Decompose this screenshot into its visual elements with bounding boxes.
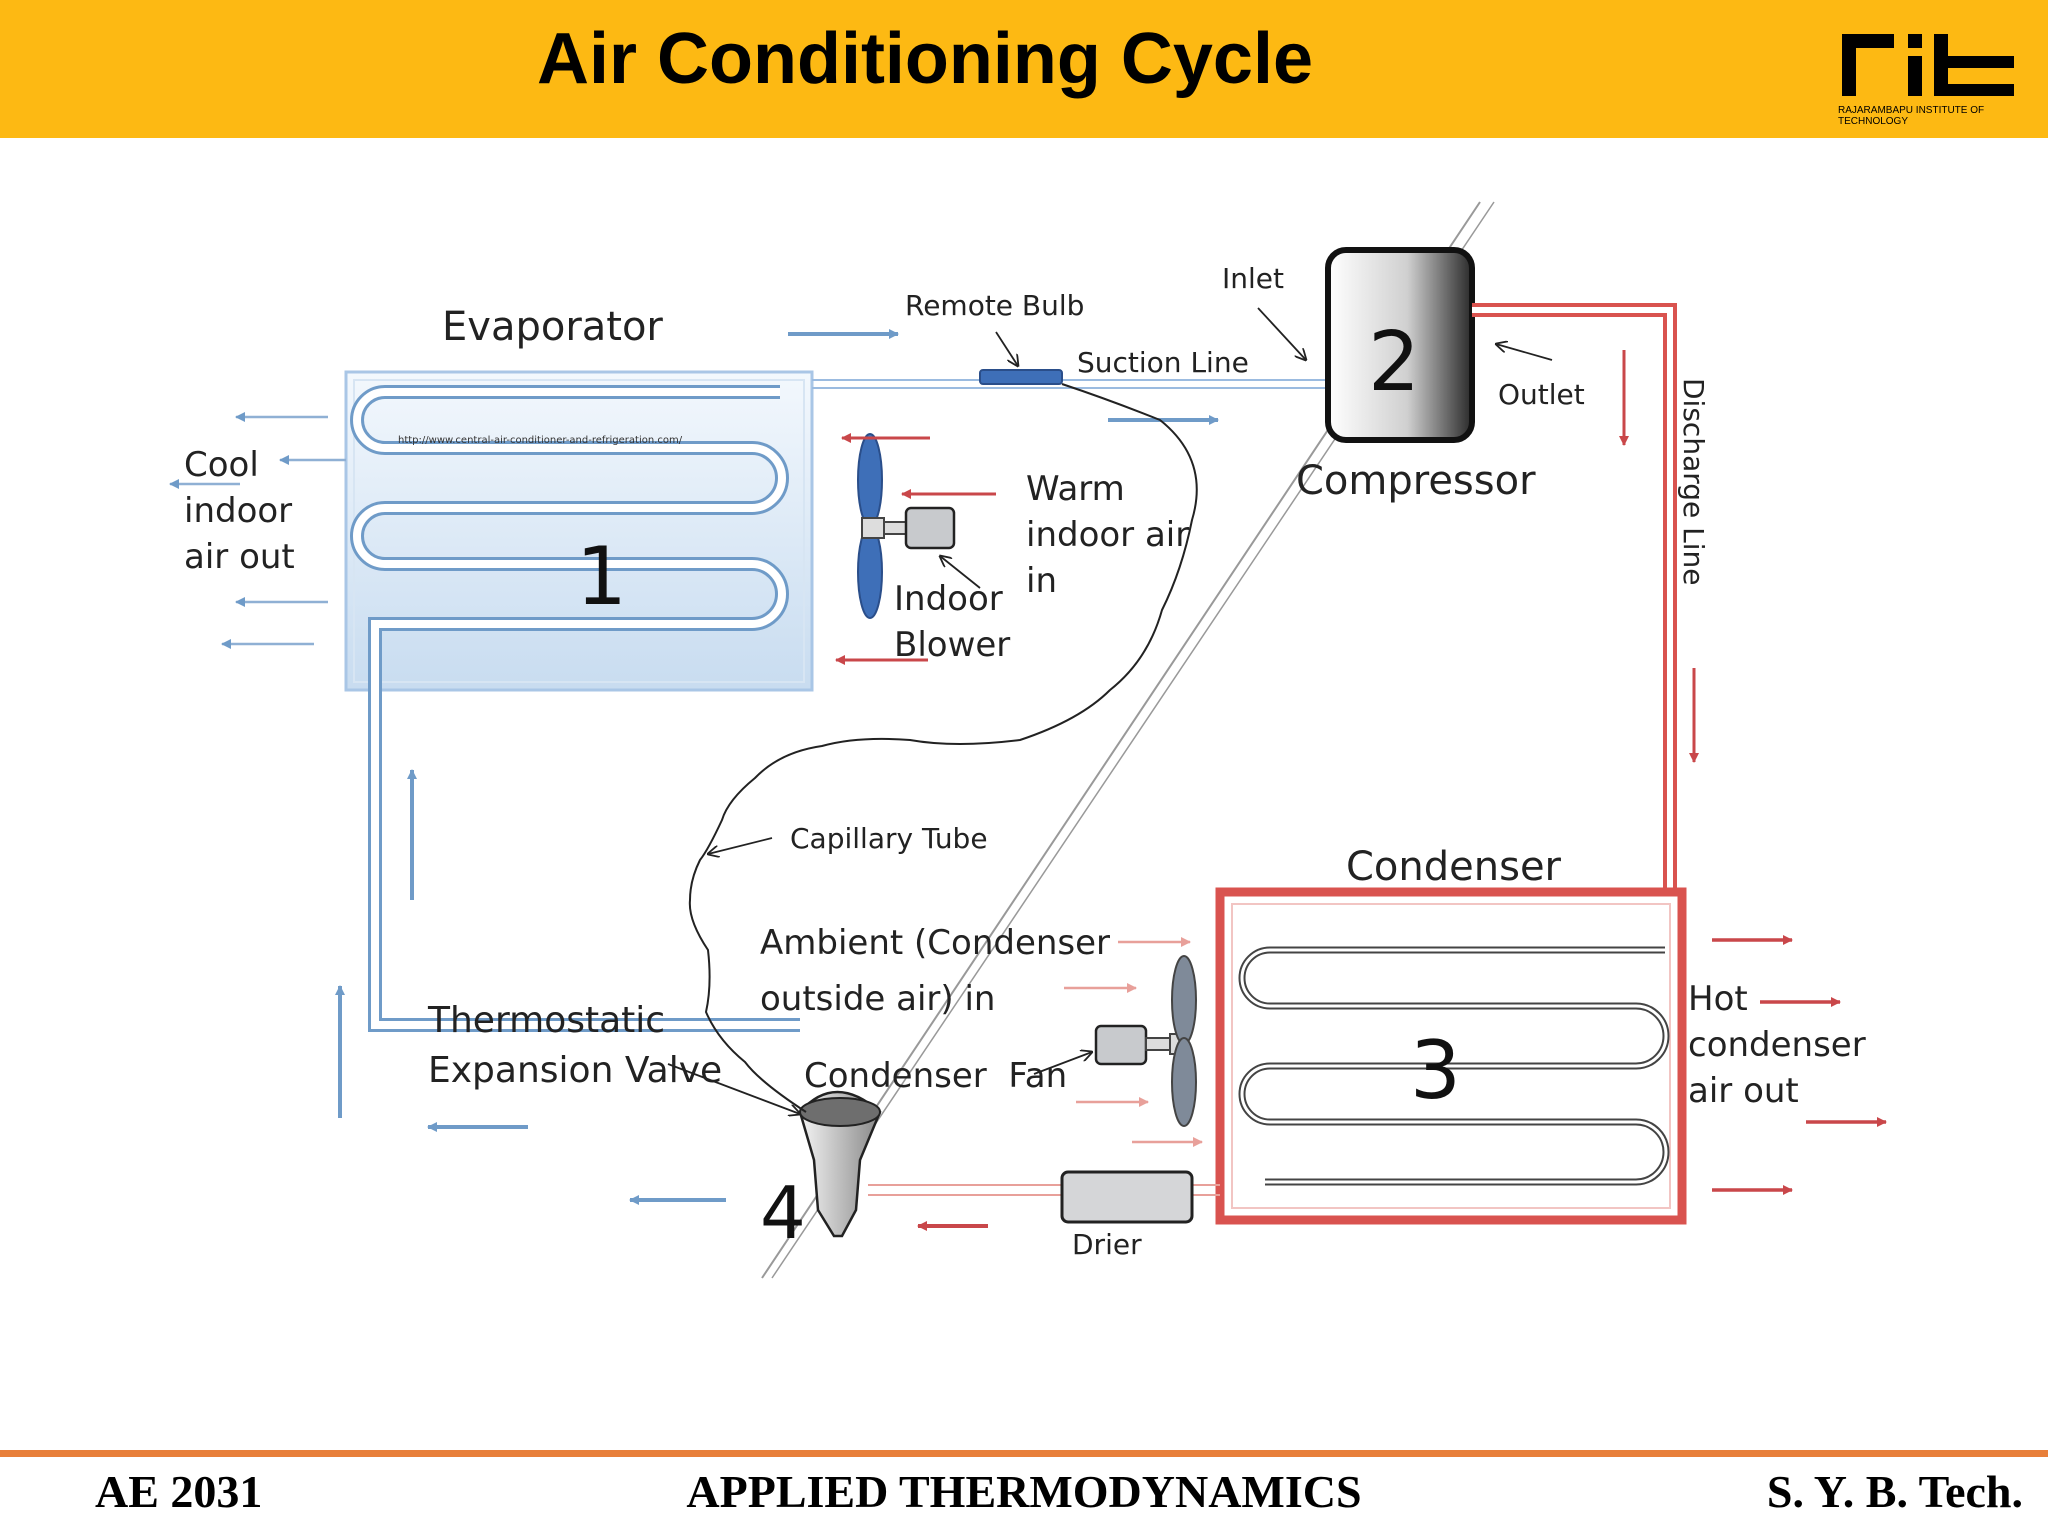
condenser-fan	[1094, 955, 1197, 1127]
hot-air-label-1: Hot	[1688, 979, 1748, 1019]
warm-air-label-2: indoor air	[1026, 515, 1189, 555]
expansion-valve-number: 4	[760, 1171, 806, 1255]
cool-air-label-3: air out	[184, 537, 295, 577]
warm-air-arrows	[835, 433, 996, 665]
rit-logo	[1842, 34, 2014, 96]
hot-air-label-2: condenser	[1688, 1025, 1866, 1065]
condenser-fan-label: Condenser Fan	[804, 1056, 1067, 1096]
capillary-tube	[688, 383, 1198, 1113]
drier-label: Drier	[1072, 1228, 1142, 1261]
drier	[1060, 1170, 1194, 1224]
hot-air-label-3: air out	[1688, 1071, 1799, 1111]
expansion-valve-label-2: Expansion Valve	[428, 1050, 722, 1091]
warm-air-label-3: in	[1026, 561, 1057, 601]
discharge-line	[1472, 303, 1677, 940]
expansion-valve	[798, 1090, 882, 1238]
footer-course-name: APPLIED THERMODYNAMICS	[686, 1466, 1362, 1517]
ac-cycle-diagram: http://www.central-air-conditioner-and-r…	[169, 201, 1887, 1279]
ambient-air-label-1: Ambient (Condenser	[760, 923, 1110, 963]
outlet-label: Outlet	[1498, 378, 1585, 411]
indoor-blower-label-2: Blower	[894, 625, 1010, 665]
evaporator-url: http://www.central-air-conditioner-and-r…	[398, 435, 683, 446]
evaporator	[344, 370, 814, 1032]
remote-bulb-label: Remote Bulb	[905, 289, 1084, 322]
capillary-tube-label: Capillary Tube	[790, 822, 988, 855]
footer-divider	[0, 1450, 2048, 1457]
cool-air-arrows	[169, 412, 346, 649]
inlet-label: Inlet	[1222, 262, 1284, 295]
suction-line-label: Suction Line	[1077, 346, 1249, 379]
condenser	[1215, 887, 1687, 1225]
footer-course-code: AE 2031	[95, 1466, 263, 1517]
compressor-number: 2	[1368, 315, 1420, 410]
indoor-blower-label-1: Indoor	[894, 579, 1003, 619]
logo-caption: RAJARAMBAPU INSTITUTE OF TECHNOLOGY	[1838, 105, 1985, 127]
compressor	[1325, 247, 1475, 443]
evaporator-number: 1	[576, 530, 627, 623]
indoor-blower-fan	[857, 433, 956, 619]
warm-air-label-1: Warm	[1026, 469, 1125, 509]
slide-header: Air Conditioning Cycle RAJARAMBAPU INSTI…	[0, 0, 2048, 138]
cool-air-label-1: Cool	[184, 445, 259, 485]
discharge-line-label: Discharge Line	[1677, 378, 1710, 586]
ambient-air-label-2: outside air) in	[760, 979, 995, 1019]
remote-bulb	[979, 369, 1063, 385]
suction-line	[812, 379, 1325, 389]
cool-air-label-2: indoor	[184, 491, 292, 531]
expansion-valve-label-1: Thermostatic	[427, 1000, 665, 1041]
condenser-label: Condenser	[1346, 844, 1562, 890]
hot-air-arrows	[1712, 935, 1887, 1195]
evaporator-label: Evaporator	[442, 304, 663, 350]
footer-year: S. Y. B. Tech.	[1766, 1466, 2023, 1517]
ambient-air-arrows	[1064, 937, 1203, 1147]
compressor-label: Compressor	[1296, 458, 1536, 504]
condenser-number: 3	[1410, 1024, 1461, 1117]
slide-title: Air Conditioning Cycle	[536, 19, 1313, 99]
